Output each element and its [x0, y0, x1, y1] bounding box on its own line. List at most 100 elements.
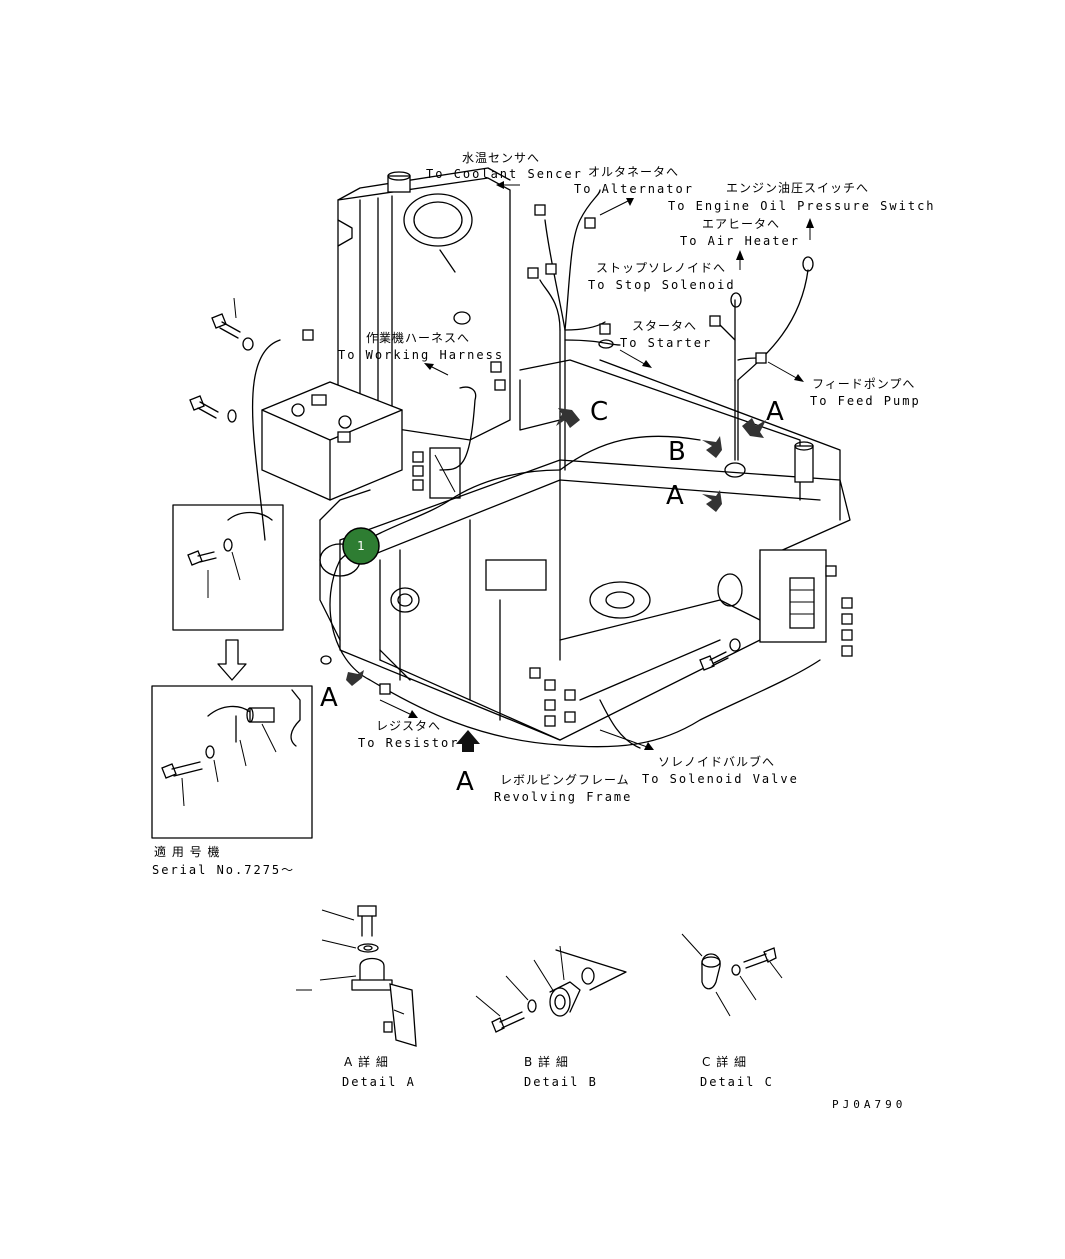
label-stop-solenoid-jp: ストップソレノイドへ [596, 261, 726, 275]
label-feed-pump-en: To Feed Pump [810, 394, 921, 408]
label-starter-jp: スタータへ [632, 319, 697, 333]
view-letter-a-left: A [320, 683, 338, 713]
connector [564, 689, 576, 701]
ring-terminals [242, 256, 814, 665]
bolt-icon [491, 1011, 525, 1033]
label-detail-b-en: Detail B [524, 1075, 598, 1089]
label-oil-pressure-en: To Engine Oil Pressure Switch [668, 199, 936, 213]
label-air-heater-jp: エアヒータへ [702, 217, 780, 231]
view-arrows [346, 408, 766, 752]
arrow-icon [702, 436, 722, 458]
label-detail-a-jp: A 詳 細 [344, 1054, 389, 1069]
leader-lines [379, 181, 814, 750]
ring-terminal [598, 339, 614, 349]
radiator-assembly [337, 167, 511, 499]
arrow-icon [556, 408, 580, 428]
view-letter-b: B [668, 437, 686, 467]
ring-terminal [802, 256, 814, 272]
serial-inset-lower [151, 685, 313, 839]
callout-number: 1 [357, 539, 365, 553]
connector [825, 565, 837, 577]
connector [841, 629, 853, 641]
label-serial-en: Serial No.7275～ [152, 863, 295, 877]
connectors [302, 204, 853, 727]
connector [841, 645, 853, 657]
view-letter-a-bottom: A [456, 767, 474, 797]
label-coolant-jp: 水温センサへ [462, 151, 540, 165]
detail-b-figure [475, 945, 627, 1033]
detail-a-figure [296, 905, 417, 1047]
connector [534, 204, 546, 216]
revolving-frame [319, 359, 851, 741]
label-detail-a-en: Detail A [342, 1075, 416, 1089]
connector [412, 465, 424, 477]
arrow-icon [702, 490, 722, 512]
connector [709, 315, 721, 327]
bolt-icon [699, 651, 729, 671]
label-working-harness-jp: 作業機ハーネスへ [366, 330, 470, 345]
arrow-icon [742, 418, 766, 438]
connector [544, 699, 556, 711]
connector [302, 329, 314, 341]
connector [564, 711, 576, 723]
label-resistor-jp: レジスタへ [376, 719, 441, 733]
label-detail-b-jp: B 詳 細 [524, 1054, 569, 1069]
connector [544, 679, 556, 691]
connector [545, 263, 557, 275]
arrow-icon [456, 730, 480, 752]
label-resistor-en: To Resistor [358, 736, 459, 750]
label-serial-jp: 適 用 号 機 [154, 844, 220, 859]
drawing-code: PJ0A790 [832, 1098, 906, 1111]
connector [584, 217, 596, 229]
label-detail-c-en: Detail C [700, 1075, 774, 1089]
callout-circle[interactable] [342, 527, 380, 565]
arrow-icon [346, 670, 364, 686]
label-revolving-frame-en: Revolving Frame [494, 790, 632, 804]
battery-box [261, 381, 403, 501]
wire-harness [251, 189, 821, 749]
bolt-icon [189, 395, 237, 423]
view-letters: C A B A A A [320, 397, 784, 797]
bolt-icon [743, 947, 777, 969]
label-working-harness-en: To Working Harness [338, 348, 504, 362]
connector [490, 361, 502, 373]
label-stop-solenoid-en: To Stop Solenoid [588, 278, 736, 292]
label-coolant-en: To Coolant Sencer [426, 167, 583, 181]
label-oil-pressure-jp: エンジン油圧スイッチへ [726, 181, 869, 195]
detail-c-figure [681, 933, 783, 1017]
label-revolving-frame-jp: レボルビングフレーム [500, 773, 630, 787]
label-alternator-en: To Alternator [574, 182, 694, 196]
connector [412, 451, 424, 463]
bolts [189, 297, 729, 671]
ring-terminal [730, 292, 742, 308]
ring-terminal [320, 655, 332, 665]
connector [841, 613, 853, 625]
serial-inset-upper [172, 504, 284, 631]
connector [529, 667, 541, 679]
label-feed-pump-jp: フィードポンプへ [812, 377, 915, 391]
label-alternator-jp: オルタネータへ [588, 165, 679, 179]
view-letter-c: C [590, 397, 608, 427]
label-solenoid-valve-jp: ソレノイドバルブへ [658, 754, 775, 769]
callout-badge[interactable]: 1 [342, 527, 380, 565]
connector [599, 323, 611, 335]
bolt-icon [357, 905, 377, 937]
label-solenoid-valve-en: To Solenoid Valve [642, 772, 799, 786]
connector [412, 479, 424, 491]
view-letter-a-mid: A [666, 481, 684, 511]
view-letter-a-top-right: A [766, 397, 784, 427]
bolt-icon [211, 297, 241, 339]
ring-terminal [729, 638, 741, 652]
connector [755, 352, 767, 364]
labels: 水温センサへ To Coolant Sencer オルタネータへ To Alte… [152, 151, 936, 1111]
connector [379, 683, 391, 695]
connector [544, 715, 556, 727]
label-starter-en: To Starter [620, 336, 712, 350]
connector [841, 597, 853, 609]
label-air-heater-en: To Air Heater [680, 234, 800, 248]
label-detail-c-jp: C 詳 細 [702, 1054, 747, 1069]
connector [494, 379, 506, 391]
connector [527, 267, 539, 279]
ring-terminal [242, 337, 254, 351]
